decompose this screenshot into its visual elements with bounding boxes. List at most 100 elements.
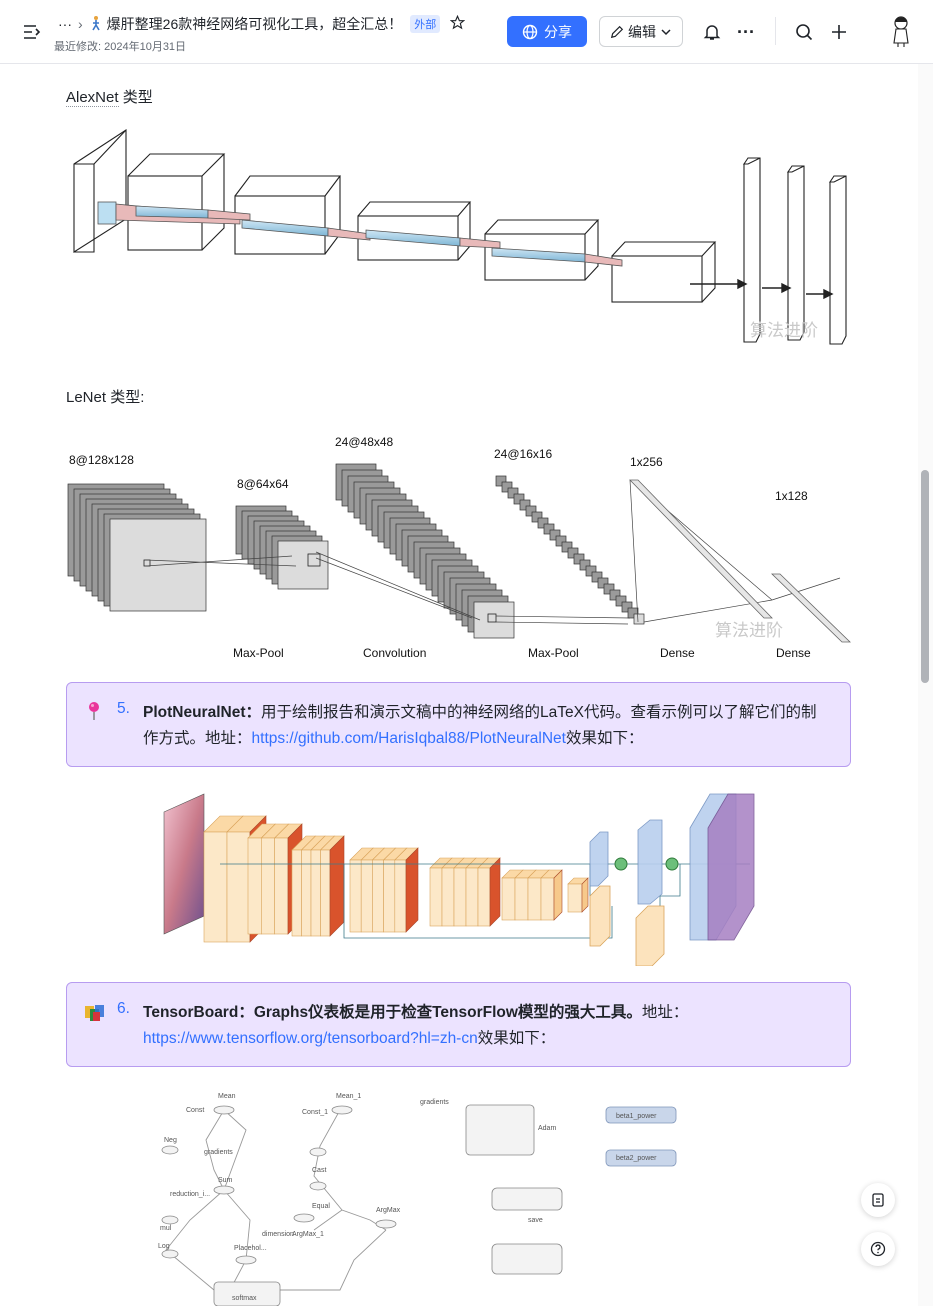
divider xyxy=(775,17,776,45)
tool-name: TensorBoard xyxy=(143,1004,239,1021)
feature-map xyxy=(561,541,573,553)
feature-map xyxy=(513,493,525,505)
last-modified: 最近修改: 2024年10月31日 xyxy=(54,41,187,53)
layer-block xyxy=(274,837,289,935)
layer-block xyxy=(394,859,407,933)
operation-label: Max-Pool xyxy=(528,646,579,660)
avatar[interactable] xyxy=(886,13,916,49)
question-icon xyxy=(870,1241,886,1257)
graph-node-label: Placehol... xyxy=(234,1245,267,1252)
layer-size-label: 8@128x128 xyxy=(69,453,134,467)
feature-map xyxy=(525,505,537,517)
layer-block xyxy=(527,877,542,921)
edit-label: 编辑 xyxy=(628,23,656,40)
scrollbar-track[interactable] xyxy=(918,64,933,1306)
graph-node-label: save xyxy=(528,1217,543,1224)
layer-block xyxy=(514,877,529,921)
feature-map xyxy=(615,595,627,607)
doc-emoji-icon xyxy=(89,15,103,34)
graph-node-label: ArgMax xyxy=(376,1207,401,1214)
feature-map xyxy=(603,583,615,595)
feature-map xyxy=(543,523,555,535)
pencil-icon xyxy=(610,25,624,38)
layer-block xyxy=(310,849,321,937)
feature-map xyxy=(507,487,519,499)
layer-block xyxy=(540,877,555,921)
sidebar-toggle-icon[interactable] xyxy=(20,20,44,44)
watermark: 算法进阶 xyxy=(750,321,818,340)
graph-node-label: Const_1 xyxy=(302,1109,328,1116)
tensorboard-icon xyxy=(84,1003,106,1028)
graph-node-label: beta2_power xyxy=(616,1155,657,1162)
layer-side xyxy=(329,835,345,937)
search-icon[interactable] xyxy=(792,20,816,44)
feature-map xyxy=(501,481,513,493)
more-breadcrumb-button[interactable]: ··· xyxy=(58,16,72,32)
layer-block xyxy=(349,859,362,933)
graph-node-label: gradients xyxy=(204,1149,233,1156)
feature-map xyxy=(573,553,585,565)
more-icon[interactable]: ··· xyxy=(737,21,755,42)
feature-map xyxy=(627,607,639,619)
feature-map xyxy=(555,535,567,547)
bell-icon[interactable] xyxy=(700,20,724,44)
layer-block xyxy=(383,859,396,933)
alexnet-figure: 算法进阶 xyxy=(70,124,860,359)
help-button[interactable] xyxy=(861,1232,895,1266)
page-title: 爆肝整理26款神经网络可视化工具，超全汇总！ xyxy=(106,16,403,32)
operation-label: Convolution xyxy=(363,646,426,660)
layer-size-label: 8@64x64 xyxy=(237,477,289,491)
breadcrumb: ··· › 爆肝整理26款神经网络可视化工具，超全汇总！ 外部 xyxy=(58,14,466,34)
layer-block xyxy=(360,859,373,933)
operation-label: Dense xyxy=(776,646,811,660)
graph-node-label: Equal xyxy=(312,1203,330,1210)
graph-node-label: softmax xyxy=(232,1295,257,1302)
scrollbar-thumb[interactable] xyxy=(921,470,929,683)
document-body: AlexNet 类型 xyxy=(0,64,918,1306)
lenet-heading: LeNet 类型: xyxy=(66,389,145,406)
layer-size-label: 1x256 xyxy=(630,455,663,469)
layer-side xyxy=(553,869,563,921)
plotneuralnet-link[interactable]: https://github.com/HarisIqbal88/PlotNeur… xyxy=(251,730,566,747)
globe-icon xyxy=(522,24,538,39)
layer-block xyxy=(226,831,251,943)
graph-node-label: Neg xyxy=(164,1137,177,1144)
kernel-box xyxy=(487,613,497,623)
plotneuralnet-figure xyxy=(160,786,760,967)
feature-map xyxy=(591,571,603,583)
outline-button[interactable] xyxy=(861,1183,895,1217)
graph-node-label: mul xyxy=(160,1225,172,1232)
feature-map xyxy=(567,547,579,559)
operation-label: Dense xyxy=(660,646,695,660)
layer-block xyxy=(247,837,262,935)
layer-block xyxy=(477,867,491,927)
graph-node-label: ArgMax_1 xyxy=(292,1231,324,1238)
layer-block xyxy=(261,837,275,935)
layer-block xyxy=(567,883,583,913)
feature-map xyxy=(277,540,329,590)
graph-node-label: Const xyxy=(186,1107,204,1114)
layer-side xyxy=(405,847,419,933)
top-bar: ··· › 爆肝整理26款神经网络可视化工具，超全汇总！ 外部 最近修改: 20… xyxy=(0,0,933,64)
tensorboard-link[interactable]: https://www.tensorflow.org/tensorboard?h… xyxy=(143,1030,478,1047)
plus-icon[interactable] xyxy=(827,20,851,44)
graph-node-label: gradients xyxy=(420,1099,449,1106)
feature-map xyxy=(633,613,645,625)
layer-block xyxy=(372,859,384,933)
callout-tensorboard: 6. TensorBoard：Graphs仪表板是用于检查TensorFlow模… xyxy=(66,982,851,1067)
layer-side xyxy=(489,857,501,927)
share-button[interactable]: 分享 xyxy=(507,16,587,47)
layer-block xyxy=(453,867,467,927)
edit-button[interactable]: 编辑 xyxy=(599,16,683,47)
layer-block xyxy=(203,831,228,943)
star-icon[interactable] xyxy=(449,14,466,33)
document-outline-icon xyxy=(872,1193,884,1207)
feature-map xyxy=(621,601,633,613)
external-badge: 外部 xyxy=(410,15,441,33)
chevron-right-icon: › xyxy=(78,16,83,32)
graph-node-label: Cast xyxy=(312,1167,326,1174)
graph-node-label: Adam xyxy=(538,1125,556,1132)
layer-size-label: 24@48x48 xyxy=(335,435,394,449)
